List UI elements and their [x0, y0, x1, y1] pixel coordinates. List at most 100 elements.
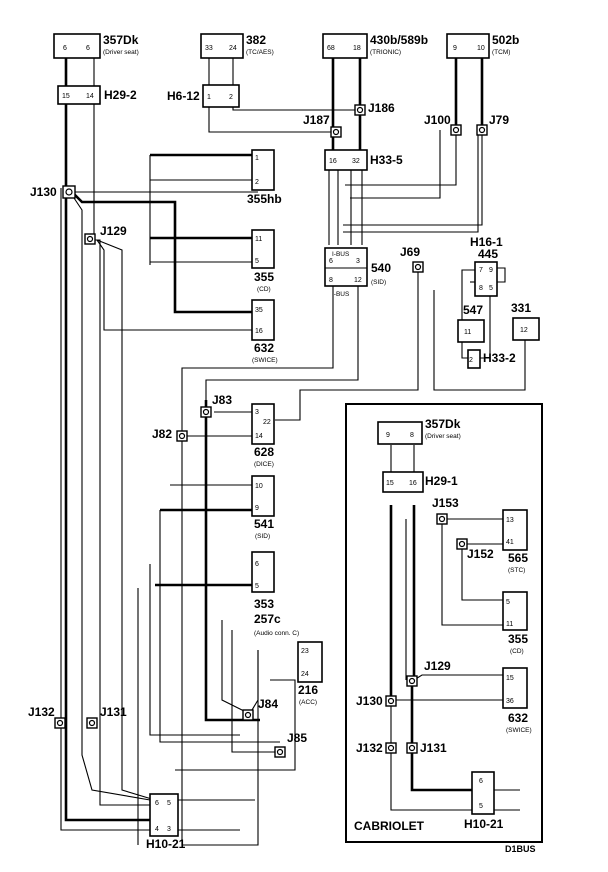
module-label: 502b: [492, 33, 519, 47]
junction-label: J186: [368, 101, 395, 115]
bus-label: I-BUS: [332, 251, 350, 258]
junction-c-j152: J152: [456, 538, 494, 561]
pin: 9: [453, 45, 457, 52]
pin: 6: [86, 45, 90, 52]
pin: 11: [464, 329, 471, 336]
module-label: 357Dk: [425, 417, 461, 431]
pin: 2: [469, 357, 473, 364]
pin: 1: [207, 94, 211, 101]
pin: 9: [255, 505, 259, 512]
junction-j82: J82: [152, 427, 188, 442]
junction-label: J153: [432, 496, 459, 510]
junction-label: J83: [212, 393, 232, 407]
cabriolet-module-355: 5 11 355 (CD): [502, 591, 528, 655]
pin: 4: [155, 826, 159, 833]
pin: 6: [479, 778, 483, 785]
connector-h6-12: 1 2 H6-12: [167, 84, 240, 108]
cabriolet-module-357dk: 9 8 357Dk (Driver seat): [377, 417, 461, 445]
module-sub: (SWICE): [252, 357, 278, 364]
pin: 9: [489, 267, 493, 274]
module-540: 6 3 8 12 I-BUS I-BUS 540 (SID): [324, 247, 391, 298]
cabriolet-connector-h10-21: 6 5 H10-21: [464, 771, 504, 831]
module-label: 382: [246, 33, 266, 47]
module-355hb: 1 2 355hb: [247, 149, 282, 206]
pin: 5: [255, 583, 259, 590]
pin: 9: [386, 432, 390, 439]
module-label: 355hb: [247, 192, 282, 206]
module-label: 353: [254, 597, 274, 611]
module-445: H16-1 445 7 9 8 5: [470, 235, 503, 297]
pin: 14: [86, 93, 94, 100]
junction-label: J131: [100, 705, 127, 719]
module-label: 628: [254, 445, 274, 459]
pin: 3: [356, 258, 360, 265]
junction-label: J129: [100, 224, 127, 238]
junction-j187: J187: [303, 113, 342, 138]
module-sub: (Driver seat): [103, 49, 139, 56]
module-label: 355: [508, 632, 528, 646]
pin: 5: [255, 258, 259, 265]
module-sub: (SWICE): [506, 727, 532, 734]
connector-h10-21: 6 5 4 3 H10-21: [146, 793, 186, 851]
pin: 1: [255, 155, 259, 162]
pin: 33: [205, 45, 213, 52]
module-sub: (SID): [371, 279, 386, 286]
module-sub: (TCM): [492, 49, 510, 56]
pin: 5: [506, 599, 510, 606]
junction-j132: J132: [28, 705, 66, 729]
module-355: 11 5 355 (CD): [251, 229, 275, 293]
pin: 35: [255, 307, 263, 314]
module-label: 445: [478, 247, 498, 261]
module-label: 541: [254, 517, 274, 531]
module-sub: (CD): [257, 286, 271, 293]
junction-label: J132: [28, 705, 55, 719]
pin: 15: [386, 480, 394, 487]
pin: 2: [255, 179, 259, 186]
module-628: 3 22 14 628 (DICE): [251, 403, 275, 468]
connector-label: H29-1: [425, 474, 458, 488]
module-label: 430b/589b: [370, 33, 428, 47]
pin: 5: [167, 800, 171, 807]
connector-label: H10-21: [464, 817, 504, 831]
pin: 3: [255, 409, 259, 416]
junction-c-j130: J130: [356, 694, 397, 708]
pin: 5: [479, 803, 483, 810]
pin: 3: [167, 826, 171, 833]
module-label: 540: [371, 261, 391, 275]
pin: 6: [155, 800, 159, 807]
junction-label: J129: [424, 659, 451, 673]
module-sub: (ACC): [299, 699, 317, 706]
junctions: J187 J186 J100 J79 J130 J129 J69 J83 J82…: [28, 101, 509, 758]
junction-label: J152: [467, 547, 494, 561]
pin: 12: [354, 277, 362, 284]
connector-label: H33-5: [370, 153, 403, 167]
junction-label: J132: [356, 741, 383, 755]
junction-j79: J79: [476, 113, 509, 136]
module-502b: 9 10 502b (TCM): [446, 33, 519, 59]
pin: 10: [477, 45, 485, 52]
wires: [60, 58, 526, 846]
pin: 8: [479, 285, 483, 292]
pin: 14: [255, 433, 263, 440]
module-label: 547: [463, 303, 483, 317]
pin: 8: [410, 432, 414, 439]
pin: 23: [301, 648, 309, 655]
junction-label: J85: [287, 731, 307, 745]
pin: 41: [506, 539, 514, 546]
junction-c-j129: J129: [406, 659, 451, 687]
cabriolet-module-632: 15 36 632 (SWICE): [502, 667, 532, 734]
pin: 6: [255, 561, 259, 568]
pin: 6: [63, 45, 67, 52]
pin: 68: [327, 45, 335, 52]
module-sub: (CD): [510, 648, 524, 655]
pin: 24: [229, 45, 237, 52]
module-547: 11 547: [457, 303, 485, 343]
pin: 36: [506, 698, 514, 705]
module-632: 35 16 632 (SWICE): [251, 299, 278, 364]
junction-j130: J130: [30, 185, 76, 199]
pin: 2: [229, 94, 233, 101]
module-sub: (DICE): [254, 461, 274, 468]
junction-label: J82: [152, 427, 172, 441]
junction-j83: J83: [200, 393, 232, 418]
